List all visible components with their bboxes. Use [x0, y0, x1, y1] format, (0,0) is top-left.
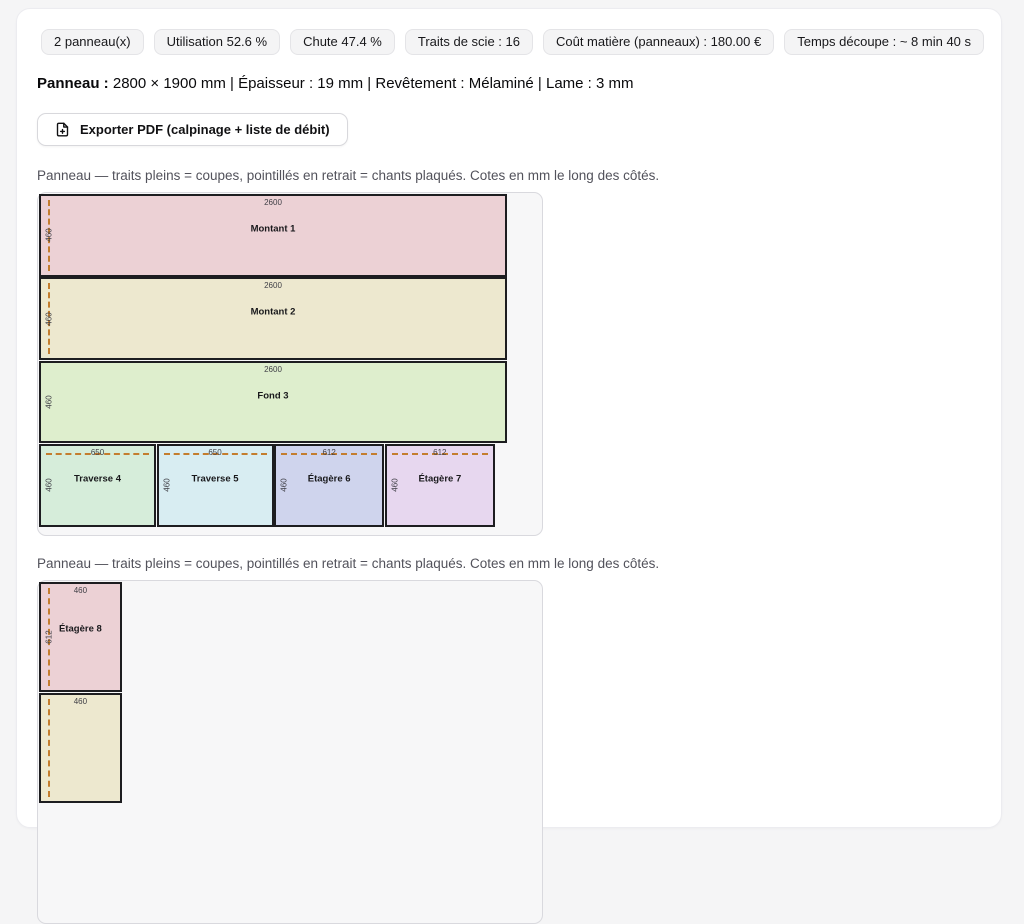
piece-name: Traverse 5: [191, 473, 239, 485]
export-pdf-label: Exporter PDF (calpinage + liste de débit…: [80, 122, 330, 137]
piece-name: Fond 3: [257, 390, 289, 402]
piece-name: Montant 1: [250, 223, 296, 235]
piece-name: Montant 2: [250, 306, 296, 318]
edge-banding-dash: [46, 453, 149, 456]
piece-width-label: 460: [73, 696, 88, 706]
badge-material-cost: Coût matière (panneaux) : 180.00 €: [542, 29, 775, 55]
piece-width-label: 2600: [264, 198, 282, 207]
piece-width-label: 612: [322, 448, 336, 458]
piece-width-label: 650: [208, 448, 222, 458]
piece-width-label: 612: [433, 448, 447, 458]
badge-saw-cuts: Traits de scie : 16: [404, 29, 533, 55]
edge-banding-dash: [48, 698, 50, 797]
diagram-caption-2: Panneau — traits pleins = coupes, pointi…: [37, 556, 660, 571]
edge-banding-dash: [48, 283, 50, 355]
edge-banding-dash: [391, 453, 488, 456]
piece-name: Étagère 8: [59, 623, 102, 635]
badge-chute: Chute 47.4 %: [290, 29, 395, 55]
piece-width-label: 2600: [264, 281, 282, 291]
diagram-caption-1: Panneau — traits pleins = coupes, pointi…: [37, 168, 660, 183]
piece-width-label: 460: [73, 586, 88, 595]
piece-name: Étagère 7: [418, 473, 462, 485]
panel-info-line: Panneau : 2800 × 1900 mm | Épaisseur : 1…: [37, 73, 981, 95]
badge-utilisation: Utilisation 52.6 %: [153, 29, 281, 55]
panel-info-details: 2800 × 1900 mm | Épaisseur : 19 mm | Rev…: [112, 75, 634, 92]
export-pdf-button[interactable]: Exporter PDF (calpinage + liste de débit…: [37, 113, 348, 146]
file-plus-icon: [55, 122, 70, 137]
piece-name: Traverse 4: [73, 473, 121, 485]
edge-banding-dash: [163, 453, 267, 456]
edge-banding-dash: [48, 588, 50, 687]
edge-banding-dash: [48, 200, 50, 271]
badge-cut-time: Temps découpe : ~ 8 min 40 s: [784, 29, 985, 55]
piece-partial: 460: [39, 692, 122, 803]
main-card: 2 panneau(x) Utilisation 52.6 % Chute 47…: [16, 8, 1002, 924]
panel-info-label: Panneau :: [37, 75, 113, 92]
edge-banding-dash: [281, 453, 378, 456]
piece-width-label: 650: [90, 448, 105, 458]
piece-width-label: 2600: [264, 364, 282, 374]
stats-badge-row: 2 panneau(x) Utilisation 52.6 % Chute 47…: [41, 29, 985, 55]
badge-panel-count: 2 panneau(x): [41, 29, 144, 55]
piece-name: Étagère 6: [307, 473, 351, 485]
